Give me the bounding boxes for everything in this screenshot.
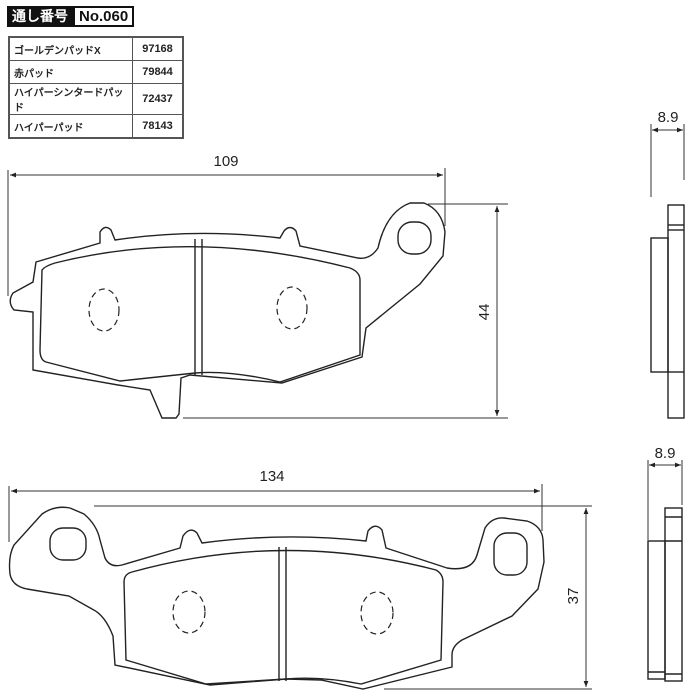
product-code: 97168 [132, 36, 184, 61]
friction-material-outline [123, 549, 444, 685]
rear-pad-drawing: 134 37 [8, 468, 592, 690]
piston-contact-circle [172, 590, 206, 634]
front-pad-drawing: 109 44 [7, 153, 508, 419]
rear-height-label: 37 [565, 588, 582, 605]
mounting-hole [49, 527, 87, 561]
product-code: 72437 [132, 83, 184, 115]
piston-contact-circle [276, 286, 308, 330]
backing-plate-outline [8, 506, 545, 690]
friction-material-outline [39, 246, 361, 383]
friction-material-side [650, 237, 669, 373]
piston-contact-circle [88, 288, 120, 332]
product-code: 78143 [132, 114, 184, 139]
backing-plate-outline [9, 202, 446, 419]
front-thickness-label: 8.9 [658, 109, 679, 126]
mounting-hole [397, 221, 432, 255]
front-height-label: 44 [476, 304, 493, 321]
front-width-label: 109 [213, 153, 238, 170]
rear-width-label: 134 [259, 468, 284, 485]
product-code: 79844 [132, 60, 184, 84]
rear-thickness-label: 8.9 [655, 445, 676, 462]
piston-contact-circle [360, 591, 394, 635]
product-name: ハイパーパッド [8, 114, 133, 139]
product-name: 赤パッド [8, 60, 133, 84]
serial-number-label: 通し番号 [7, 6, 73, 27]
serial-number-header: 通し番号 No.060 [7, 6, 135, 27]
front-pad-side-view: 8.9 [650, 109, 685, 419]
serial-number-value: No.060 [73, 6, 135, 27]
backing-plate-side [667, 204, 685, 419]
backing-plate-side [664, 507, 683, 682]
friction-material-side [647, 540, 666, 680]
rear-pad-side-view: 8.9 [647, 445, 683, 682]
product-name: ハイパーシンタードパッド [8, 83, 133, 115]
mounting-hole [493, 532, 528, 576]
